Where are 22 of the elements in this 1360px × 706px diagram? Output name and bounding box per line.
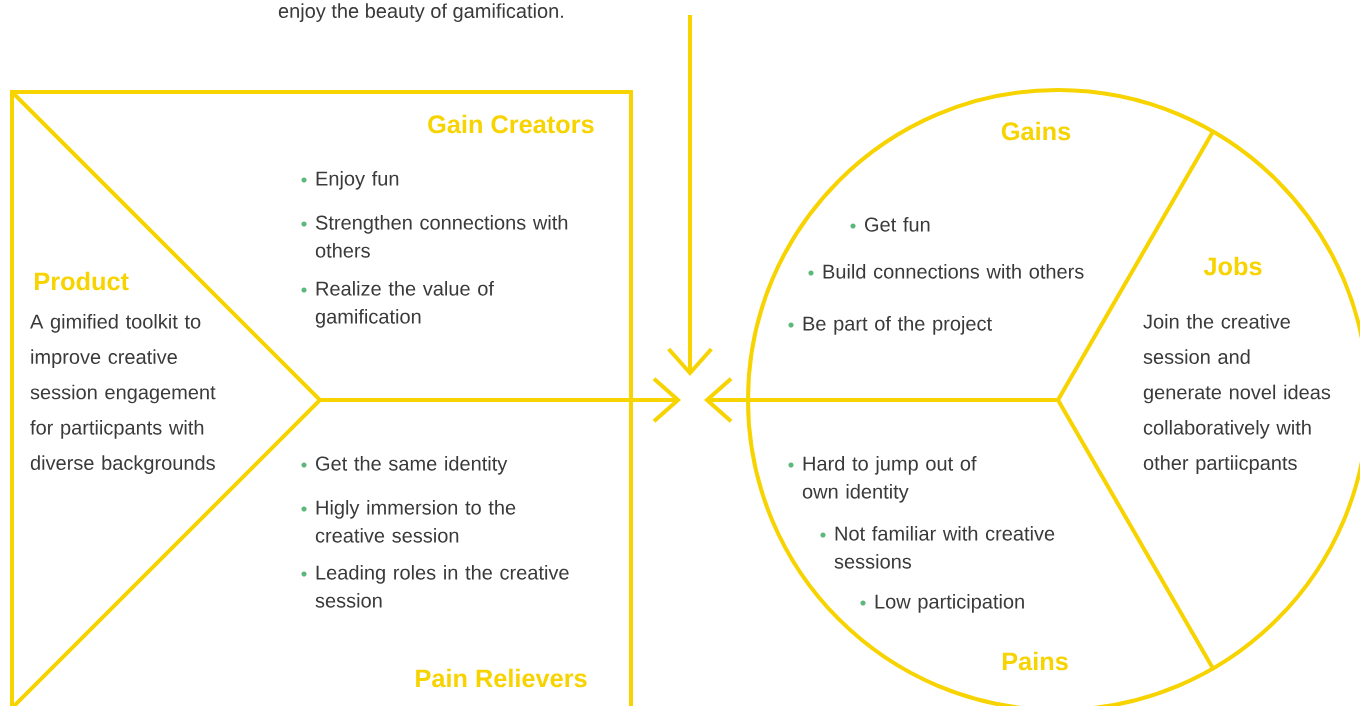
list-item: Not familiar with creative sessions bbox=[834, 526, 1055, 569]
list-item: Get fun bbox=[865, 217, 930, 232]
list-item: Enjoy fun bbox=[316, 171, 399, 190]
description-text: Join the creative session and generate novel ideas collaboratively with other partiicpants bbox=[1143, 314, 1331, 474]
circle-outline bbox=[746, 88, 1360, 706]
section-heading: Jobs bbox=[1203, 256, 1262, 276]
list-item: Be part of the project bbox=[803, 316, 992, 335]
list-item: Low participation bbox=[875, 594, 1024, 613]
section-heading: Product bbox=[35, 271, 129, 291]
section-heading: Pains bbox=[1002, 651, 1068, 671]
list-item: Realize the value of gamification bbox=[315, 281, 494, 328]
section-heading: Gain Creators bbox=[428, 114, 594, 134]
list-item: Build connections with others bbox=[823, 264, 1084, 279]
section-heading: Gains bbox=[1001, 121, 1071, 141]
list-item: Leading roles in the creative session bbox=[315, 565, 569, 608]
list-item: Higly immersion to the creative session bbox=[315, 500, 516, 543]
list-item: Strengthen connections with others bbox=[315, 215, 568, 258]
list-item: Hard to jump out of own identity bbox=[802, 456, 977, 503]
note-text: enjoy the beauty of gamification. bbox=[278, 3, 563, 22]
section-heading: Pain Relievers bbox=[416, 668, 587, 688]
list-item: Get the same identity bbox=[316, 456, 508, 475]
description-text: A gimified toolkit to improve creative session engagement for partiicpants with diverse backgrounds bbox=[30, 314, 216, 474]
